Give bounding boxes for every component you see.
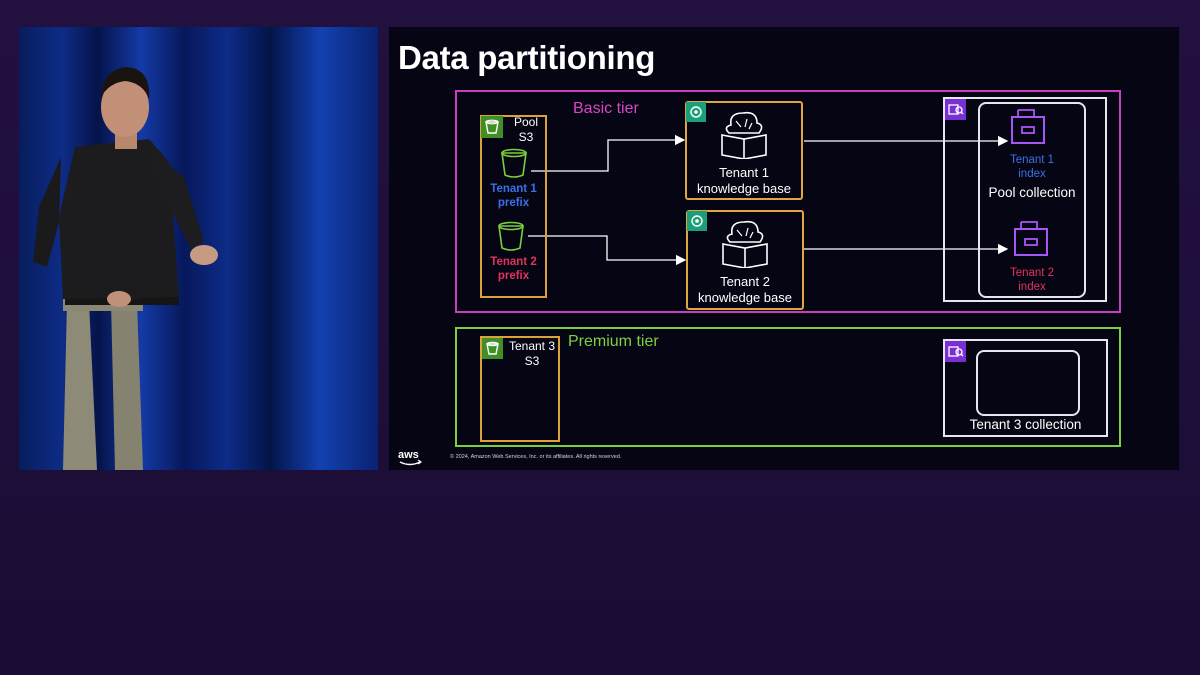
- tenant2-kb-line1: Tenant 2: [720, 274, 770, 289]
- tenant1-kb-line1: Tenant 1: [719, 165, 769, 180]
- s3-bucket-icon: [481, 116, 503, 138]
- tenant2-knowledge-base-label: Tenant 2 knowledge base: [686, 274, 804, 307]
- tenant2-prefix-label: Tenant 2 prefix: [480, 255, 547, 284]
- s3-bucket-icon: [482, 338, 503, 359]
- basic-tier-group: [455, 90, 1121, 313]
- tenant2-index-line1: Tenant 2: [1009, 267, 1055, 279]
- tenant3-collection-label: Tenant 3 collection: [969, 417, 1082, 432]
- arrow-tenant2-prefix-to-kb: [528, 235, 687, 266]
- connector-arrows: [528, 134, 1009, 266]
- tenant1-prefix-line1: Tenant 1: [490, 183, 537, 195]
- pool-collection-inner: [978, 102, 1086, 298]
- tenant1-knowledge-base-box: [685, 101, 803, 200]
- tenant3-collection-outer: [943, 339, 1108, 437]
- tenant3-s3-line2: S3: [524, 354, 540, 368]
- pool-collection-outer: [943, 97, 1107, 302]
- speaker-figure: [33, 67, 218, 470]
- tenant1-index-line1: Tenant 1: [1009, 154, 1055, 166]
- opensearch-icon: [945, 99, 966, 120]
- basic-tier-label: Basic tier: [573, 100, 639, 117]
- speaker-video: [19, 27, 378, 470]
- tenant3-s3-line1: Tenant 3: [508, 339, 556, 353]
- tenant2-prefix-line1: Tenant 2: [490, 256, 537, 268]
- tenant1-knowledge-base-label: Tenant 1 knowledge base: [685, 165, 803, 198]
- pool-s3-title-line1: Pool: [513, 115, 539, 129]
- brain-book-icon: [720, 216, 770, 273]
- arrow-tenant1-prefix-to-kb: [531, 134, 686, 172]
- premium-tier-group: [455, 327, 1121, 447]
- brain-book-icon: [719, 107, 769, 164]
- tenant1-prefix-line2: prefix: [497, 197, 530, 210]
- pool-s3-title: Pool S3: [505, 115, 547, 145]
- tenant1-kb-line2: knowledge base: [697, 181, 791, 197]
- tenant2-kb-line2: knowledge base: [698, 290, 792, 306]
- aws-logo: aws: [397, 448, 425, 470]
- tenant2-prefix-line2: prefix: [497, 270, 530, 283]
- file-cabinet-icon: [1010, 107, 1046, 150]
- tenant3-s3-box: [480, 336, 560, 442]
- tenant1-index-line2: index: [1018, 168, 1046, 181]
- pool-s3-box: [480, 115, 547, 298]
- tenant2-index-line2: index: [1018, 281, 1046, 294]
- aws-logo-text: aws: [398, 449, 419, 461]
- bedrock-icon: [686, 102, 706, 122]
- tenant1-prefix-label: Tenant 1 prefix: [480, 182, 547, 211]
- opensearch-icon: [945, 341, 966, 362]
- copyright-footer: © 2024, Amazon Web Services, Inc. or its…: [450, 454, 622, 460]
- tenant2-knowledge-base-box: [686, 210, 804, 310]
- slide-title: Data partitioning: [398, 39, 656, 76]
- tenant2-index-label: Tenant 2 index: [978, 266, 1086, 295]
- tenant1-index-label: Tenant 1 index: [978, 153, 1086, 182]
- tenant2-bucket-icon: [496, 220, 526, 257]
- pool-collection-label: Pool collection: [988, 185, 1076, 200]
- slide: Data partitioning Basic tier Pool S3 Ten…: [389, 27, 1179, 470]
- pool-s3-title-line2: S3: [518, 130, 534, 144]
- tenant3-collection-inner: [976, 350, 1080, 416]
- bedrock-icon: [687, 211, 707, 231]
- tenant3-s3-title: Tenant 3 S3: [505, 339, 559, 369]
- premium-tier-label: Premium tier: [568, 333, 659, 350]
- file-cabinet-icon: [1013, 219, 1049, 262]
- tenant1-bucket-icon: [499, 147, 529, 184]
